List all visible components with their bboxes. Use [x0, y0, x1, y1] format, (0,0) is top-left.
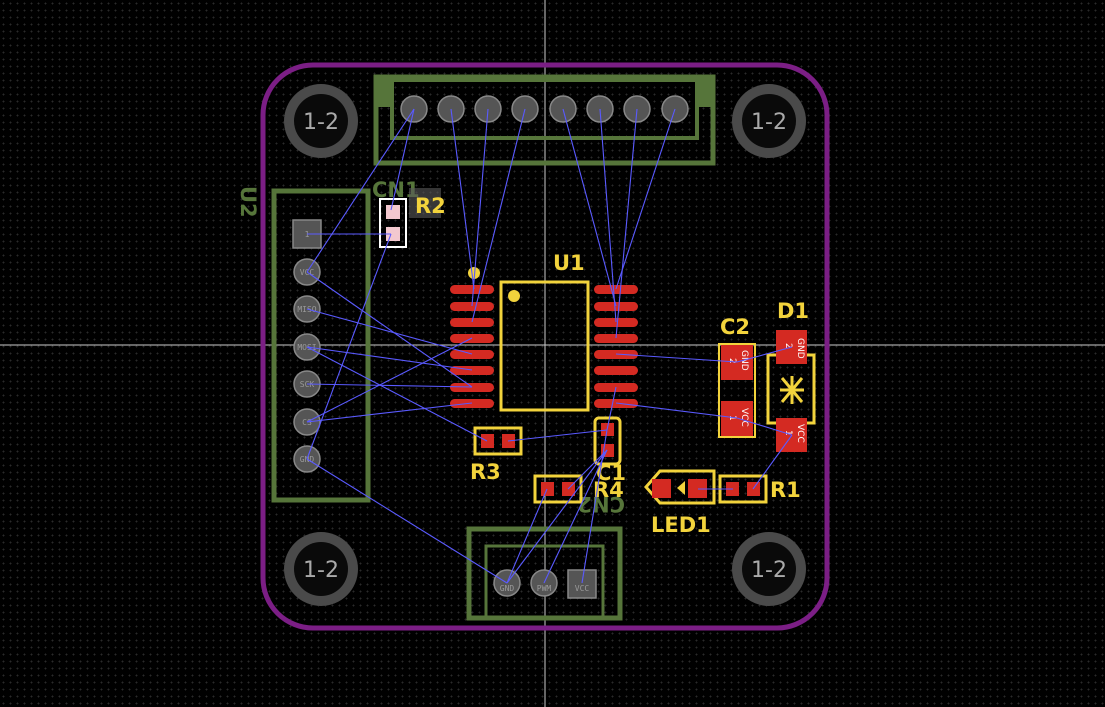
ratsnest [306, 108, 793, 584]
u2-reference: U2 [236, 186, 260, 218]
mounting-hole-label: 1-2 [751, 558, 787, 583]
d1-pad-vcc-label: VCC [795, 424, 805, 443]
mounting-hole-label: 1-2 [303, 558, 339, 583]
mounting-hole-tr[interactable]: 1-2 [732, 84, 806, 158]
resistor-r3[interactable] [473, 426, 523, 456]
diode-d1[interactable]: GND 2 VCC 1 [766, 330, 816, 452]
c2-pad-num-label: 2 [727, 358, 737, 364]
mounting-hole-label: 1-2 [751, 110, 787, 135]
led1-reference: LED1 [651, 513, 711, 537]
c2-pad-vcc-label: VCC [739, 408, 749, 427]
resistor-r2[interactable] [379, 188, 441, 248]
capacitor-c2[interactable]: GND 2 VCC 1 [718, 343, 756, 438]
mounting-hole-label: 1-2 [303, 110, 339, 135]
connector-cn2[interactable]: GND PWM VCC [466, 526, 623, 621]
led-led1[interactable] [644, 469, 716, 505]
cn2-pin-label: PWM [537, 584, 552, 593]
d1-pad-num-label: 2 [783, 343, 793, 349]
r2-reference: R2 [415, 194, 446, 218]
ic-u1[interactable] [450, 267, 638, 412]
resistor-r1[interactable] [718, 474, 768, 504]
mounting-hole-br[interactable]: 1-2 [732, 532, 806, 606]
d1-pad-num-label: 1 [783, 430, 793, 436]
resistor-r4[interactable] [533, 474, 583, 504]
mounting-hole-bl[interactable]: 1-2 [284, 532, 358, 606]
capacitor-c1[interactable] [593, 416, 622, 466]
cn2-pin-label: VCC [575, 584, 590, 593]
r3-reference: R3 [470, 460, 501, 484]
d1-reference: D1 [777, 299, 809, 323]
r1-reference: R1 [770, 478, 801, 502]
mounting-hole-tl[interactable]: 1-2 [284, 84, 358, 158]
c2-reference: C2 [720, 315, 750, 339]
d1-pad-gnd-label: GND [795, 338, 805, 359]
board-outline[interactable] [260, 62, 830, 631]
u1-reference: U1 [553, 251, 585, 275]
cn2-pin-label: GND [500, 584, 515, 593]
